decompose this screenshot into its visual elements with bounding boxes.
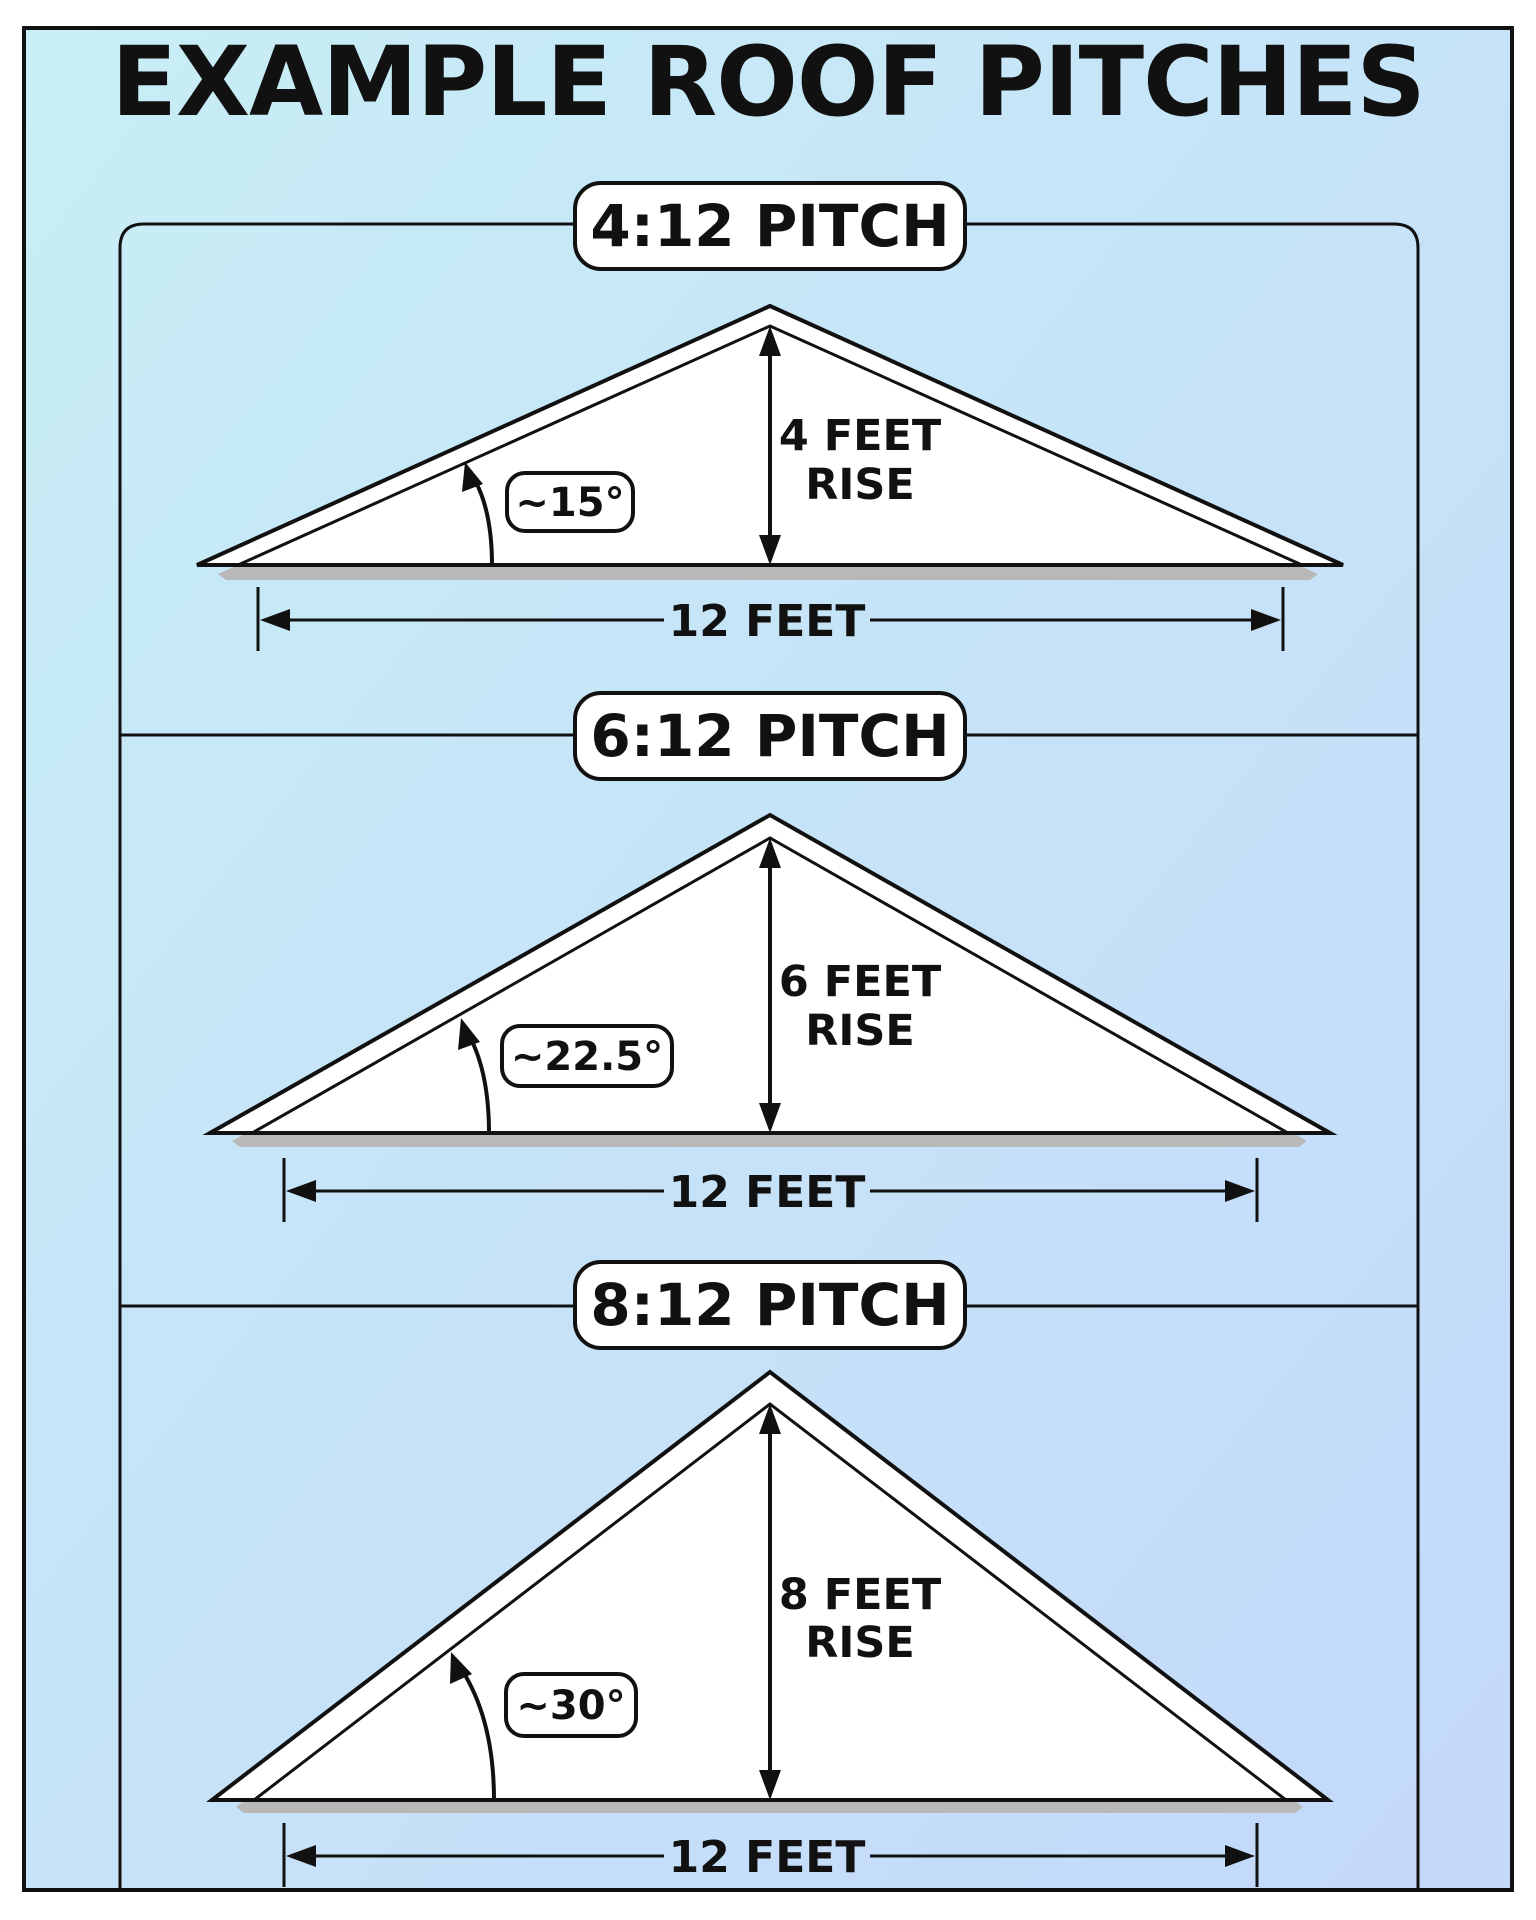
rise-label-line1: 4 FEET bbox=[779, 411, 942, 461]
span-label: 12 FEET bbox=[669, 1832, 866, 1883]
span-arrowhead-left bbox=[286, 1180, 316, 1202]
pitch-diagram-6-12: 6:12 PITCH 6 FEET RISE ~22.5° 12 FEET bbox=[202, 691, 1338, 1222]
pitch-label-box bbox=[573, 691, 967, 781]
span-label: 12 FEET bbox=[669, 596, 866, 647]
rise-label-line2: RISE bbox=[805, 460, 914, 510]
rise-arrowhead-top bbox=[759, 326, 781, 356]
rise-arrowhead-bottom bbox=[759, 1103, 781, 1133]
page-title: EXAMPLE ROOF PITCHES bbox=[111, 26, 1424, 138]
angle-label-box bbox=[500, 1024, 674, 1088]
angle-label: ~30° bbox=[516, 1683, 625, 1729]
rise-arrowhead-bottom bbox=[759, 1770, 781, 1800]
pitch-label-box bbox=[573, 1260, 967, 1350]
span-arrowhead-left bbox=[260, 609, 290, 631]
rise-label-line2: RISE bbox=[805, 1618, 914, 1668]
rise-label-line1: 8 FEET bbox=[779, 1570, 942, 1620]
angle-label-box bbox=[505, 471, 635, 533]
pitch-diagram-4-12: 4:12 PITCH 4 FEET RISE ~15° 12 FEET bbox=[196, 181, 1344, 651]
span-label: 12 FEET bbox=[669, 1167, 866, 1218]
angle-label-box bbox=[504, 1672, 638, 1738]
rise-label-line2: RISE bbox=[805, 1006, 914, 1056]
rise-arrowhead-top bbox=[759, 1404, 781, 1434]
rise-arrowhead-bottom bbox=[759, 535, 781, 565]
angle-arrowhead bbox=[450, 1652, 472, 1684]
span-arrowhead-right bbox=[1251, 609, 1281, 631]
span-arrowhead-right bbox=[1225, 1845, 1255, 1867]
angle-arrowhead bbox=[462, 462, 483, 492]
pitch-label: 8:12 PITCH bbox=[590, 1271, 949, 1339]
pitch-label-box bbox=[573, 181, 967, 271]
angle-label: ~15° bbox=[515, 480, 624, 526]
pitch-diagram-8-12: 8:12 PITCH 8 FEET RISE ~30° 12 FEET bbox=[206, 1260, 1334, 1887]
pitch-label: 4:12 PITCH bbox=[590, 192, 949, 260]
span-arrowhead-right bbox=[1225, 1180, 1255, 1202]
angle-label: ~22.5° bbox=[511, 1034, 663, 1080]
rise-label-line1: 6 FEET bbox=[779, 957, 942, 1007]
pitch-label: 6:12 PITCH bbox=[590, 702, 949, 770]
span-arrowhead-left bbox=[286, 1845, 316, 1867]
angle-arrowhead bbox=[458, 1018, 480, 1050]
rise-arrowhead-top bbox=[759, 838, 781, 868]
